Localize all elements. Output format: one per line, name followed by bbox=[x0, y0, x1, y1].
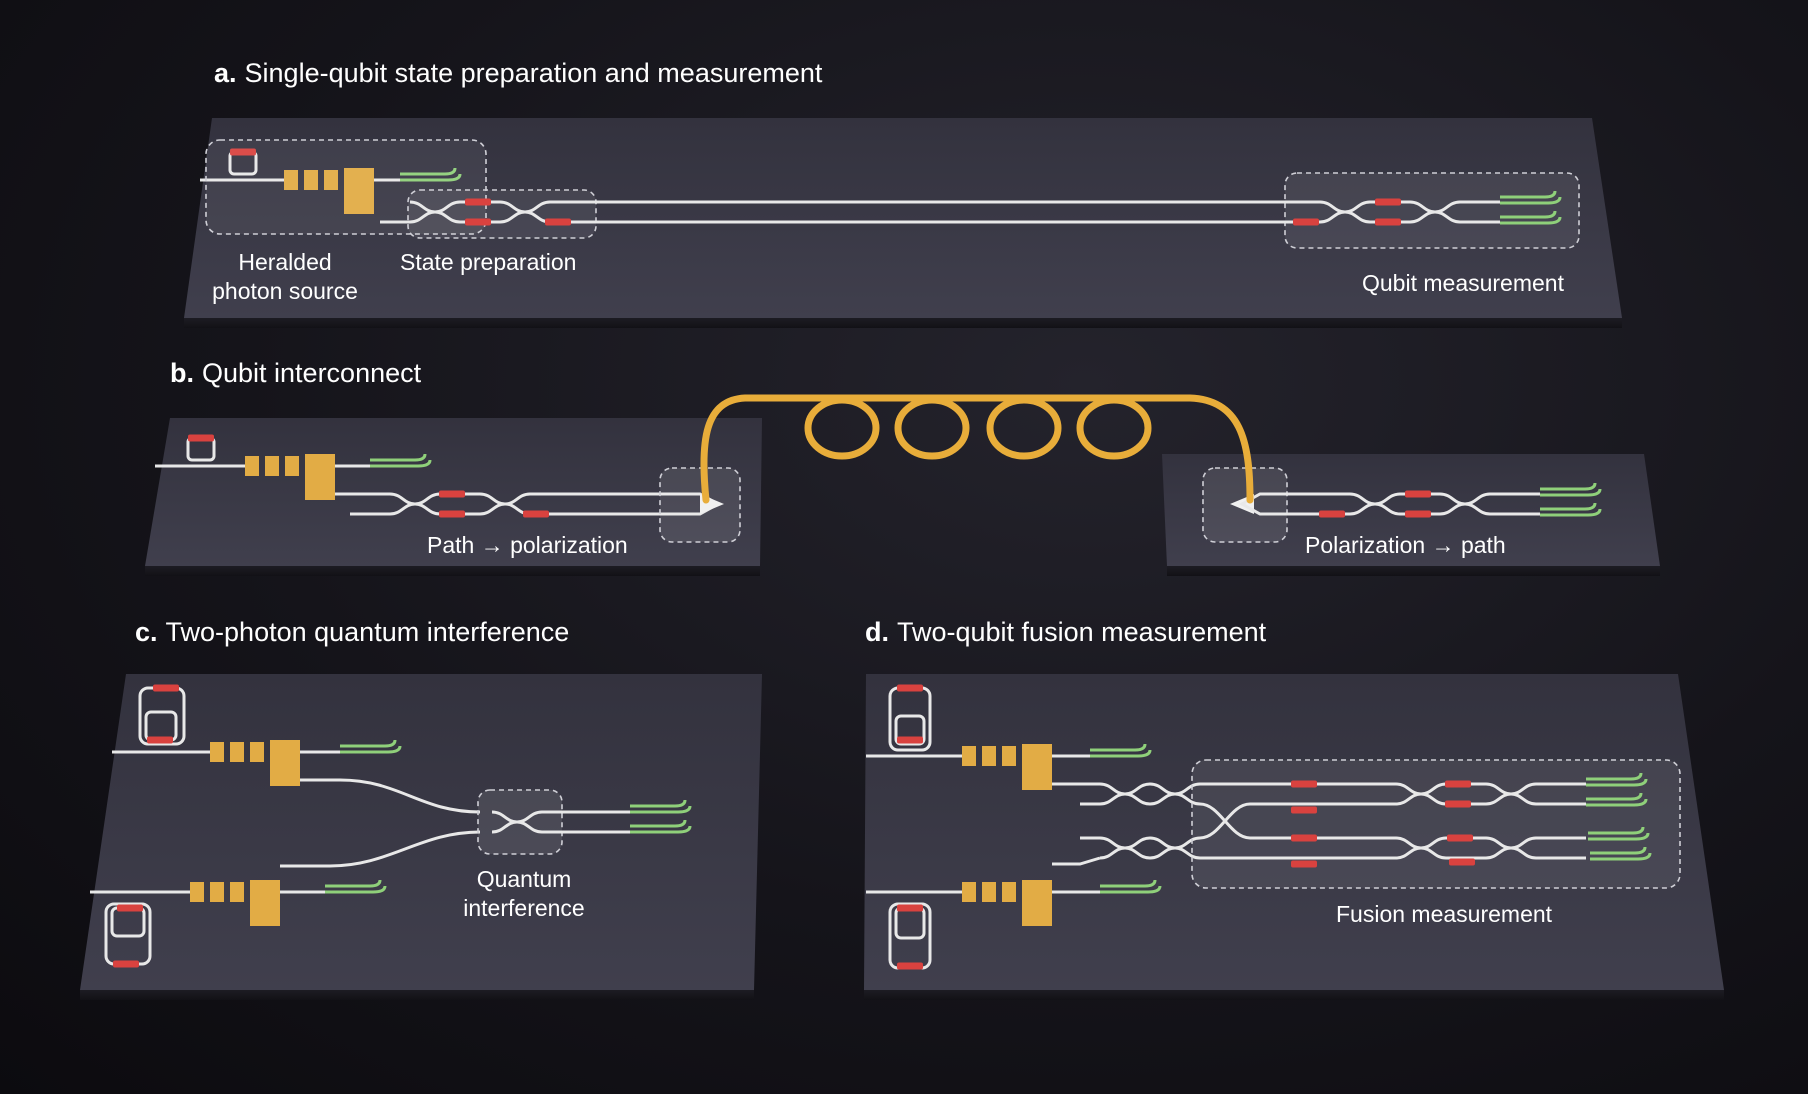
panel-d-letter: d. bbox=[865, 617, 889, 647]
panel-c-title-text: Two-photon quantum interference bbox=[165, 617, 570, 647]
panel-b-title: b. Qubit interconnect bbox=[170, 358, 421, 389]
chip-b-right bbox=[1162, 454, 1660, 576]
box-state-prep bbox=[407, 189, 597, 239]
panel-a-letter: a. bbox=[214, 58, 237, 88]
box-fusion-measurement bbox=[1191, 759, 1681, 889]
label-fusion-measurement-text: Fusion measurement bbox=[1336, 901, 1553, 927]
label-qubit-measurement: Qubit measurement bbox=[1362, 269, 1564, 298]
panel-a-title: a.Single-qubit state preparation and mea… bbox=[214, 58, 822, 89]
chip-a-circuit bbox=[200, 139, 1580, 249]
optical-fiber-coil bbox=[700, 394, 1254, 504]
label-state-prep-text: State preparation bbox=[400, 249, 577, 275]
label-state-prep: State preparation bbox=[400, 248, 576, 277]
label-heralded-source: Heralded photon source bbox=[190, 248, 380, 306]
label-heralded-source-text: Heralded photon source bbox=[212, 249, 358, 304]
label-path-to-polarization-text: Path → polarization bbox=[427, 532, 628, 558]
label-quantum-interference: Quantum interference bbox=[434, 865, 614, 923]
box-heralded-source bbox=[205, 139, 487, 235]
label-polarization-to-path: Polarization → path bbox=[1305, 531, 1506, 560]
label-path-to-polarization: Path → polarization bbox=[427, 531, 628, 560]
chip-a bbox=[184, 118, 1622, 328]
label-polarization-to-path-text: Polarization → path bbox=[1305, 532, 1506, 558]
label-quantum-interference-text: Quantum interference bbox=[463, 866, 585, 921]
panel-d-title: d. Two-qubit fusion measurement bbox=[865, 617, 1266, 648]
panel-a-title-text: Single-qubit state preparation and measu… bbox=[244, 58, 823, 88]
chip-d-circuit bbox=[866, 684, 1681, 970]
label-qubit-measurement-text: Qubit measurement bbox=[1362, 270, 1564, 296]
panel-c-title: c.Two-photon quantum interference bbox=[135, 617, 569, 648]
chip-d bbox=[864, 674, 1724, 1000]
panel-b-letter: b. bbox=[170, 358, 194, 388]
label-fusion-measurement: Fusion measurement bbox=[1336, 900, 1552, 929]
chip-c bbox=[80, 674, 762, 1000]
chip-c-circuit bbox=[90, 684, 692, 968]
panel-b-title-text: Qubit interconnect bbox=[202, 358, 422, 388]
panel-c-letter: c. bbox=[135, 617, 158, 647]
panel-d-title-text: Two-qubit fusion measurement bbox=[897, 617, 1267, 647]
